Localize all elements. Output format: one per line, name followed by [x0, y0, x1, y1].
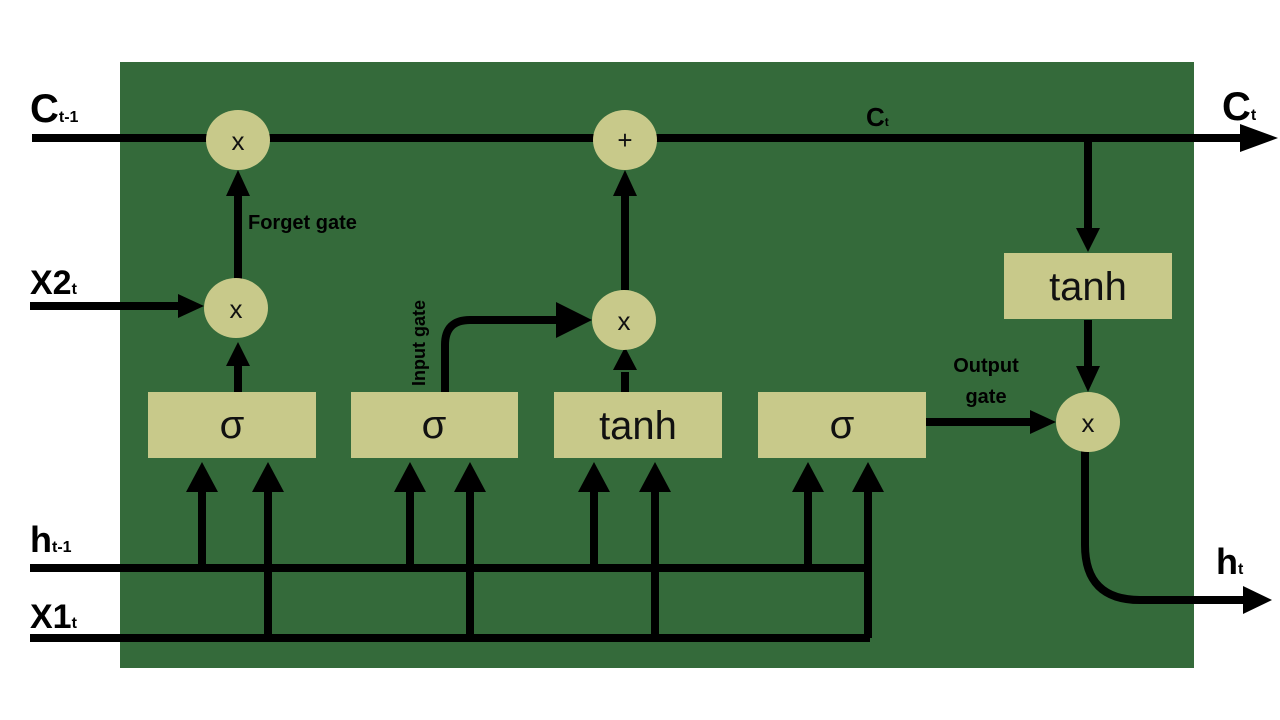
h-prev-sub: t-1	[52, 539, 72, 556]
sigma-output-box	[758, 392, 926, 458]
feed-h-output-arrowhead	[792, 462, 824, 492]
c-prev-main: C	[30, 87, 59, 131]
feed-x1-output-arrowhead	[852, 462, 884, 492]
h-output-arrowhead	[1243, 586, 1272, 614]
sigma-input-box	[351, 392, 518, 458]
sigma-output-label: σ	[830, 403, 855, 447]
mult-input	[592, 290, 656, 350]
h-out-label: ht	[1216, 541, 1244, 582]
feed-h-input-arrowhead	[394, 462, 426, 492]
x2-main: X2	[30, 264, 72, 302]
feed-x1-input-arrowhead	[454, 462, 486, 492]
plus-cell	[593, 110, 657, 170]
input-to-plus-arrowhead	[613, 170, 637, 196]
sigma-input-label: σ	[422, 403, 447, 447]
sigma-forget-label: σ	[220, 403, 245, 447]
x2-sub: t	[72, 281, 78, 298]
tanh-to-output-arrowhead	[1076, 366, 1100, 392]
sigma-forget-up-arrowhead	[226, 342, 250, 366]
mult-output	[1056, 392, 1120, 452]
feed-x1-forget-arrowhead	[252, 462, 284, 492]
input-gate-line	[441, 316, 560, 392]
x2-input-arrowhead	[178, 294, 204, 318]
output-gate-arrowhead	[1030, 410, 1056, 434]
h-prev-label: ht-1	[30, 519, 72, 560]
x1-sub: t	[72, 615, 78, 632]
output-gate-label-line2: gate	[965, 386, 1006, 408]
feed-h-candidate-arrowhead	[578, 462, 610, 492]
h-out-sub: t	[1238, 561, 1244, 578]
x1-label: X1t	[30, 598, 78, 636]
h-prev-main: h	[30, 519, 52, 560]
h-output-line	[1081, 450, 1245, 604]
x1-main: X1	[30, 598, 72, 636]
tanh-candidate-label: tanh	[599, 404, 677, 448]
input-gate-label: Input gate	[409, 300, 429, 386]
tanh-cell-label: tanh	[1049, 265, 1127, 309]
mult-x2	[204, 278, 268, 338]
mult-input-label: x	[618, 306, 631, 336]
c-prev-label: Ct-1	[30, 87, 79, 131]
c-out-main: C	[1222, 85, 1251, 129]
tanh-candidate-up-arrowhead	[613, 347, 637, 370]
c-prev-sub: t-1	[59, 109, 79, 126]
mult-forget-top	[206, 110, 270, 170]
c-mid-sub: t	[885, 115, 889, 129]
feed-x1-candidate-arrowhead	[639, 462, 671, 492]
input-gate-arrowhead	[556, 302, 592, 338]
forget-gate-label: Forget gate	[248, 212, 357, 234]
c-mid-main: C	[866, 102, 885, 132]
sigma-forget-box	[148, 392, 316, 458]
cell-to-tanh-arrowhead	[1076, 228, 1100, 252]
mult-x2-label: x	[230, 294, 243, 324]
c-out-sub: t	[1251, 107, 1257, 124]
plus-cell-label: +	[617, 125, 632, 155]
x2-label: X2t	[30, 264, 78, 302]
cell-state-arrowhead	[1240, 124, 1278, 152]
feed-h-forget-arrowhead	[186, 462, 218, 492]
tanh-candidate-box	[554, 392, 722, 458]
h-out-main: h	[1216, 541, 1238, 582]
mult-output-label: x	[1082, 408, 1095, 438]
output-gate-label-line1: Output	[953, 355, 1019, 377]
forget-gate-arrowhead	[226, 170, 250, 196]
mult-forget-top-label: x	[232, 126, 245, 156]
c-out-label: Ct	[1222, 85, 1257, 129]
tanh-cell-box	[1004, 253, 1172, 319]
c-mid-label: Ct	[866, 102, 889, 132]
